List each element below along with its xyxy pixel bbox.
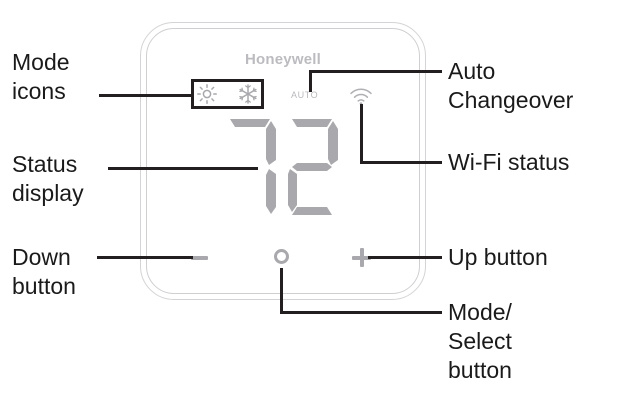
callout-up-button: Up button — [448, 244, 548, 270]
plus-vertical-bar — [359, 248, 364, 267]
wifi-icon — [349, 88, 373, 105]
leader-mode-select-vertical — [280, 268, 283, 314]
down-button[interactable] — [191, 256, 208, 260]
up-button[interactable] — [352, 248, 371, 267]
sun-icon[interactable] — [197, 84, 217, 104]
leader-down-button — [97, 256, 193, 259]
leader-wifi-horizontal — [360, 161, 442, 164]
leader-up-button — [368, 256, 442, 259]
callout-status-display: Status display — [12, 151, 84, 206]
snowflake-icon[interactable] — [238, 84, 258, 104]
callout-wifi-status: Wi-Fi status — [448, 149, 570, 175]
callout-auto-changeover: Auto Changeover — [448, 58, 574, 113]
callout-mode-icons: Mode icons — [12, 49, 70, 104]
leader-auto-changeover-vertical — [309, 70, 312, 92]
leader-mode-icons — [99, 94, 192, 97]
honeywell-brand-logo: Honeywell — [245, 51, 321, 68]
callout-down-button: Down button — [12, 244, 76, 299]
leader-auto-changeover-horizontal — [309, 70, 442, 73]
auto-changeover-indicator: AUTO — [291, 90, 319, 100]
leader-mode-select-horizontal — [280, 311, 442, 314]
callout-mode-select-button: Mode/ Select button — [448, 299, 512, 383]
leader-wifi-vertical — [360, 104, 363, 164]
leader-status-display — [108, 167, 258, 170]
mode-select-button[interactable] — [274, 249, 289, 264]
status-display — [224, 115, 344, 220]
